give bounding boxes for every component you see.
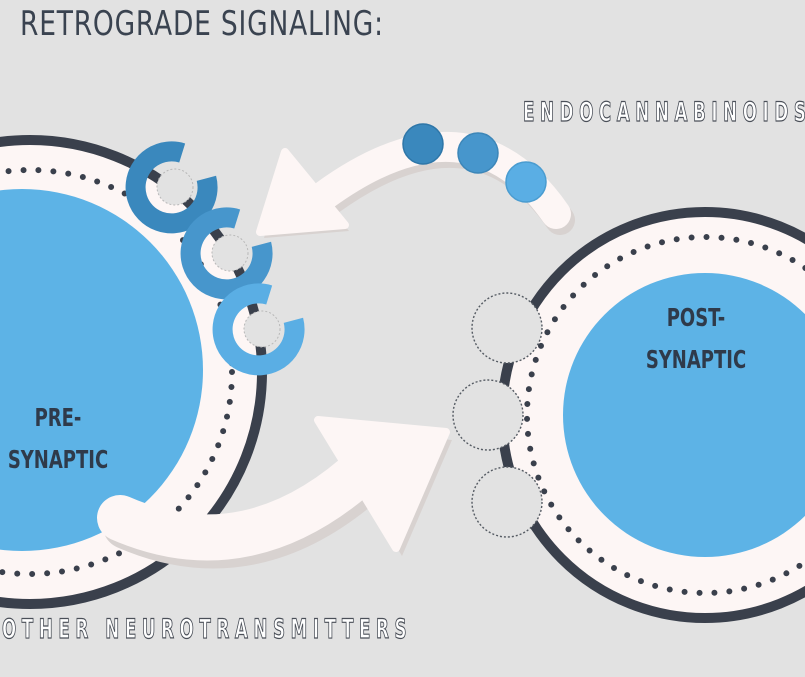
pre-synaptic-label-line1: PRE- bbox=[34, 403, 82, 432]
cannabinoid-receptor bbox=[212, 283, 305, 376]
forward-arrow bbox=[97, 416, 452, 569]
post-synaptic-label: POST- SYNAPTIC bbox=[646, 297, 747, 381]
cannabinoid-receptor bbox=[125, 141, 218, 234]
post-synaptic-body bbox=[563, 273, 805, 557]
pre-synaptic-body bbox=[0, 189, 203, 551]
cannabinoid-receptors bbox=[125, 141, 305, 376]
endocannabinoid-molecule bbox=[402, 123, 444, 165]
receptor-site bbox=[452, 379, 524, 451]
pre-synaptic-label-line2: SYNAPTIC bbox=[7, 445, 109, 474]
endocannabinoid-molecule bbox=[457, 132, 499, 174]
page-title: RETROGRADE SIGNALING: bbox=[20, 4, 384, 44]
post-synaptic-cell bbox=[497, 207, 805, 623]
endocannabinoids bbox=[402, 123, 547, 203]
other-neurotransmitters-label: OTHER NEUROTRANSMITTERS bbox=[2, 613, 413, 645]
post-synaptic-dotted-ring bbox=[524, 234, 805, 596]
receptor-site bbox=[471, 292, 543, 364]
post-synaptic-receptors bbox=[452, 292, 543, 538]
pre-synaptic-dotted-ring bbox=[0, 167, 235, 577]
endocannabinoid-molecule bbox=[505, 161, 547, 203]
post-synaptic-label-line1: POST- bbox=[666, 303, 726, 332]
post-synaptic-label-line2: SYNAPTIC bbox=[645, 345, 747, 374]
endocannabinoids-label: ENDOCANNABINOIDS bbox=[523, 96, 805, 128]
receptor-site bbox=[471, 466, 543, 538]
pre-synaptic-label: PRE- SYNAPTIC bbox=[8, 397, 109, 481]
cannabinoid-receptor bbox=[180, 207, 273, 300]
